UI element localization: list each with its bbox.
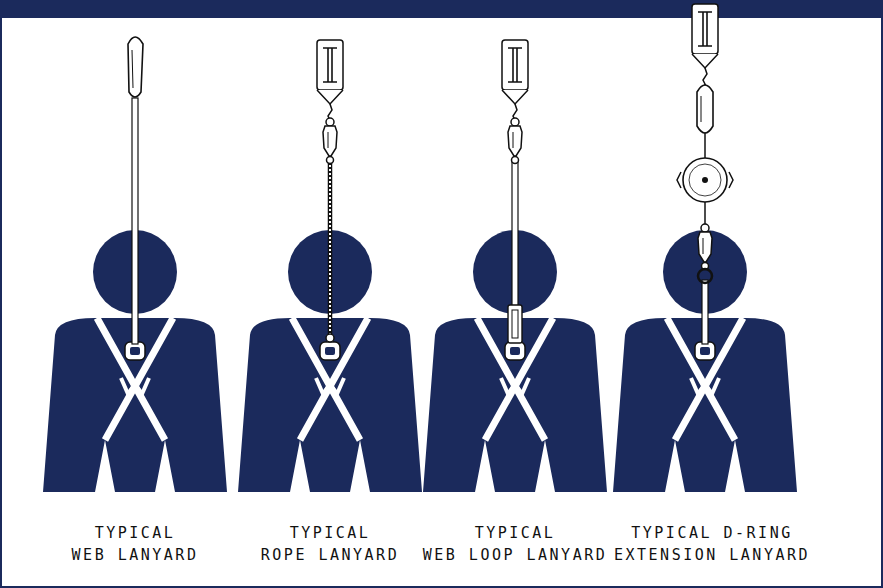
figure-caption: TYPICAL WEB LOOP LANYARD <box>423 522 608 566</box>
label-slot: TYPICAL D-RING EXTENSION LANYARD <box>712 522 883 566</box>
caption-line: TYPICAL <box>475 524 556 542</box>
figure-caption: TYPICAL D-RING EXTENSION LANYARD <box>614 522 810 566</box>
figure-caption: TYPICAL WEB LANYARD <box>72 522 199 566</box>
caption-line: TYPICAL D-RING <box>631 524 792 542</box>
title-band <box>0 0 883 18</box>
caption-line: EXTENSION LANYARD <box>614 544 810 566</box>
web-loop-lanyard-figure <box>423 40 607 492</box>
rope-lanyard-figure <box>238 40 422 492</box>
figure-caption: TYPICAL ROPE LANYARD <box>261 522 399 566</box>
web-lanyard-figure <box>43 37 227 492</box>
caption-line: ROPE LANYARD <box>261 544 399 566</box>
caption-line: WEB LOOP LANYARD <box>423 544 608 566</box>
label-slot: TYPICAL WEB LANYARD <box>135 522 262 566</box>
caption-line: TYPICAL <box>95 524 176 542</box>
caption-line: TYPICAL <box>290 524 371 542</box>
caption-line: WEB LANYARD <box>72 544 199 566</box>
d-ring-extension-figure <box>613 4 797 492</box>
